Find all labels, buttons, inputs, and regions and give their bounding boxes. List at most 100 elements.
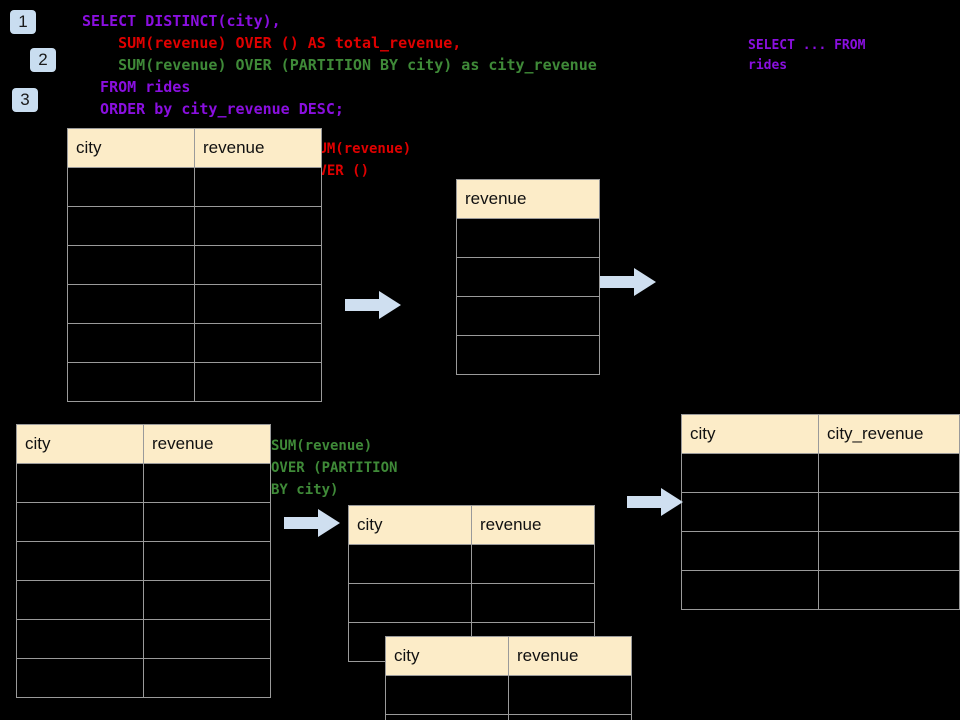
table-body — [16, 463, 271, 698]
column-header-city: city — [385, 636, 509, 676]
table-cell — [16, 541, 144, 581]
annotation-total-window: SUM(revenue) OVER () — [310, 141, 412, 179]
table-partition-group-front: city revenue — [385, 636, 632, 720]
table-cell — [143, 580, 271, 620]
table-cell — [456, 296, 600, 336]
sql-line-total-revenue: SUM(revenue) OVER () AS total_revenue, — [82, 34, 462, 52]
sql-line-order-by: ORDER by city_revenue DESC; — [82, 100, 344, 118]
table-cell — [67, 362, 195, 402]
table-header-row: city city_revenue — [680, 414, 960, 454]
table-cell — [471, 544, 595, 584]
table-row — [16, 502, 271, 542]
table-row — [67, 284, 322, 324]
table-cell — [680, 492, 820, 532]
table-body — [680, 453, 960, 610]
table-cell — [508, 675, 632, 715]
column-header-revenue: revenue — [194, 128, 322, 168]
table-header-row: city revenue — [385, 636, 632, 676]
table-cell — [194, 167, 322, 207]
table-header-row: city revenue — [348, 505, 595, 545]
table-cell — [680, 453, 820, 493]
table-row — [67, 323, 322, 363]
arrow-source-to-partition-icon — [284, 509, 340, 537]
table-cell — [818, 531, 960, 571]
table-cell — [16, 658, 144, 698]
table-cell — [67, 245, 195, 285]
table-header-row: city revenue — [67, 128, 322, 168]
step-badge-3: 3 — [12, 88, 38, 112]
table-row — [680, 492, 960, 532]
table-cell — [143, 658, 271, 698]
table-cell — [16, 580, 144, 620]
sql-line-select-distinct: SELECT DISTINCT(city), — [82, 12, 281, 30]
table-row — [456, 296, 600, 336]
column-header-city: city — [348, 505, 472, 545]
table-cell — [143, 541, 271, 581]
table-body — [456, 218, 600, 375]
table-cell — [385, 675, 509, 715]
column-header-city: city — [67, 128, 195, 168]
table-cell — [67, 323, 195, 363]
table-cell — [16, 502, 144, 542]
table-row — [385, 675, 632, 715]
table-row — [67, 167, 322, 207]
table-total-revenue: revenue — [456, 179, 600, 375]
table-row — [16, 541, 271, 581]
table-cell — [67, 284, 195, 324]
table-cell — [194, 206, 322, 246]
arrow-source-to-total-icon — [345, 291, 401, 319]
table-source-bottom: city revenue — [16, 424, 271, 698]
table-cell — [16, 463, 144, 503]
table-row — [456, 335, 600, 375]
table-row — [456, 257, 600, 297]
table-header-row: city revenue — [16, 424, 271, 464]
table-row — [16, 619, 271, 659]
table-row — [16, 580, 271, 620]
table-cell — [67, 206, 195, 246]
table-cell — [67, 167, 195, 207]
annotation-partition-window: SUM(revenue) OVER (PARTITION BY city) — [271, 438, 398, 498]
table-cell — [508, 714, 632, 720]
table-row — [16, 463, 271, 503]
arrow-partition-to-result-icon — [627, 488, 683, 516]
table-row — [348, 544, 595, 584]
table-cell — [194, 362, 322, 402]
column-header-city: city — [16, 424, 144, 464]
table-cell — [456, 257, 600, 297]
table-row — [680, 570, 960, 610]
step-badge-1: 1 — [10, 10, 36, 34]
table-cell — [818, 570, 960, 610]
table-row — [67, 362, 322, 402]
table-row — [16, 658, 271, 698]
sql-line-city-revenue: SUM(revenue) OVER (PARTITION BY city) as… — [82, 56, 597, 74]
column-header-revenue: revenue — [456, 179, 600, 219]
table-cell — [680, 531, 820, 571]
table-row — [67, 245, 322, 285]
table-cell — [194, 284, 322, 324]
column-header-revenue: revenue — [508, 636, 632, 676]
table-cell — [348, 544, 472, 584]
table-source-top: city revenue — [67, 128, 322, 402]
table-row — [680, 453, 960, 493]
table-cell — [143, 463, 271, 503]
table-row — [67, 206, 322, 246]
table-row — [456, 218, 600, 258]
sql-side-note-select-from-rides: SELECT ... FROM rides — [748, 38, 866, 73]
table-row — [348, 583, 595, 623]
table-body — [385, 675, 632, 720]
table-cell — [16, 619, 144, 659]
table-result: city city_revenue — [680, 414, 960, 610]
table-cell — [456, 335, 600, 375]
table-cell — [143, 619, 271, 659]
table-cell — [143, 502, 271, 542]
table-cell — [680, 570, 820, 610]
table-cell — [348, 583, 472, 623]
step-badge-2: 2 — [30, 48, 56, 72]
column-header-revenue: revenue — [471, 505, 595, 545]
table-cell — [385, 714, 509, 720]
table-cell — [194, 323, 322, 363]
table-row — [385, 714, 632, 720]
column-header-revenue: revenue — [143, 424, 271, 464]
table-body — [67, 167, 322, 402]
